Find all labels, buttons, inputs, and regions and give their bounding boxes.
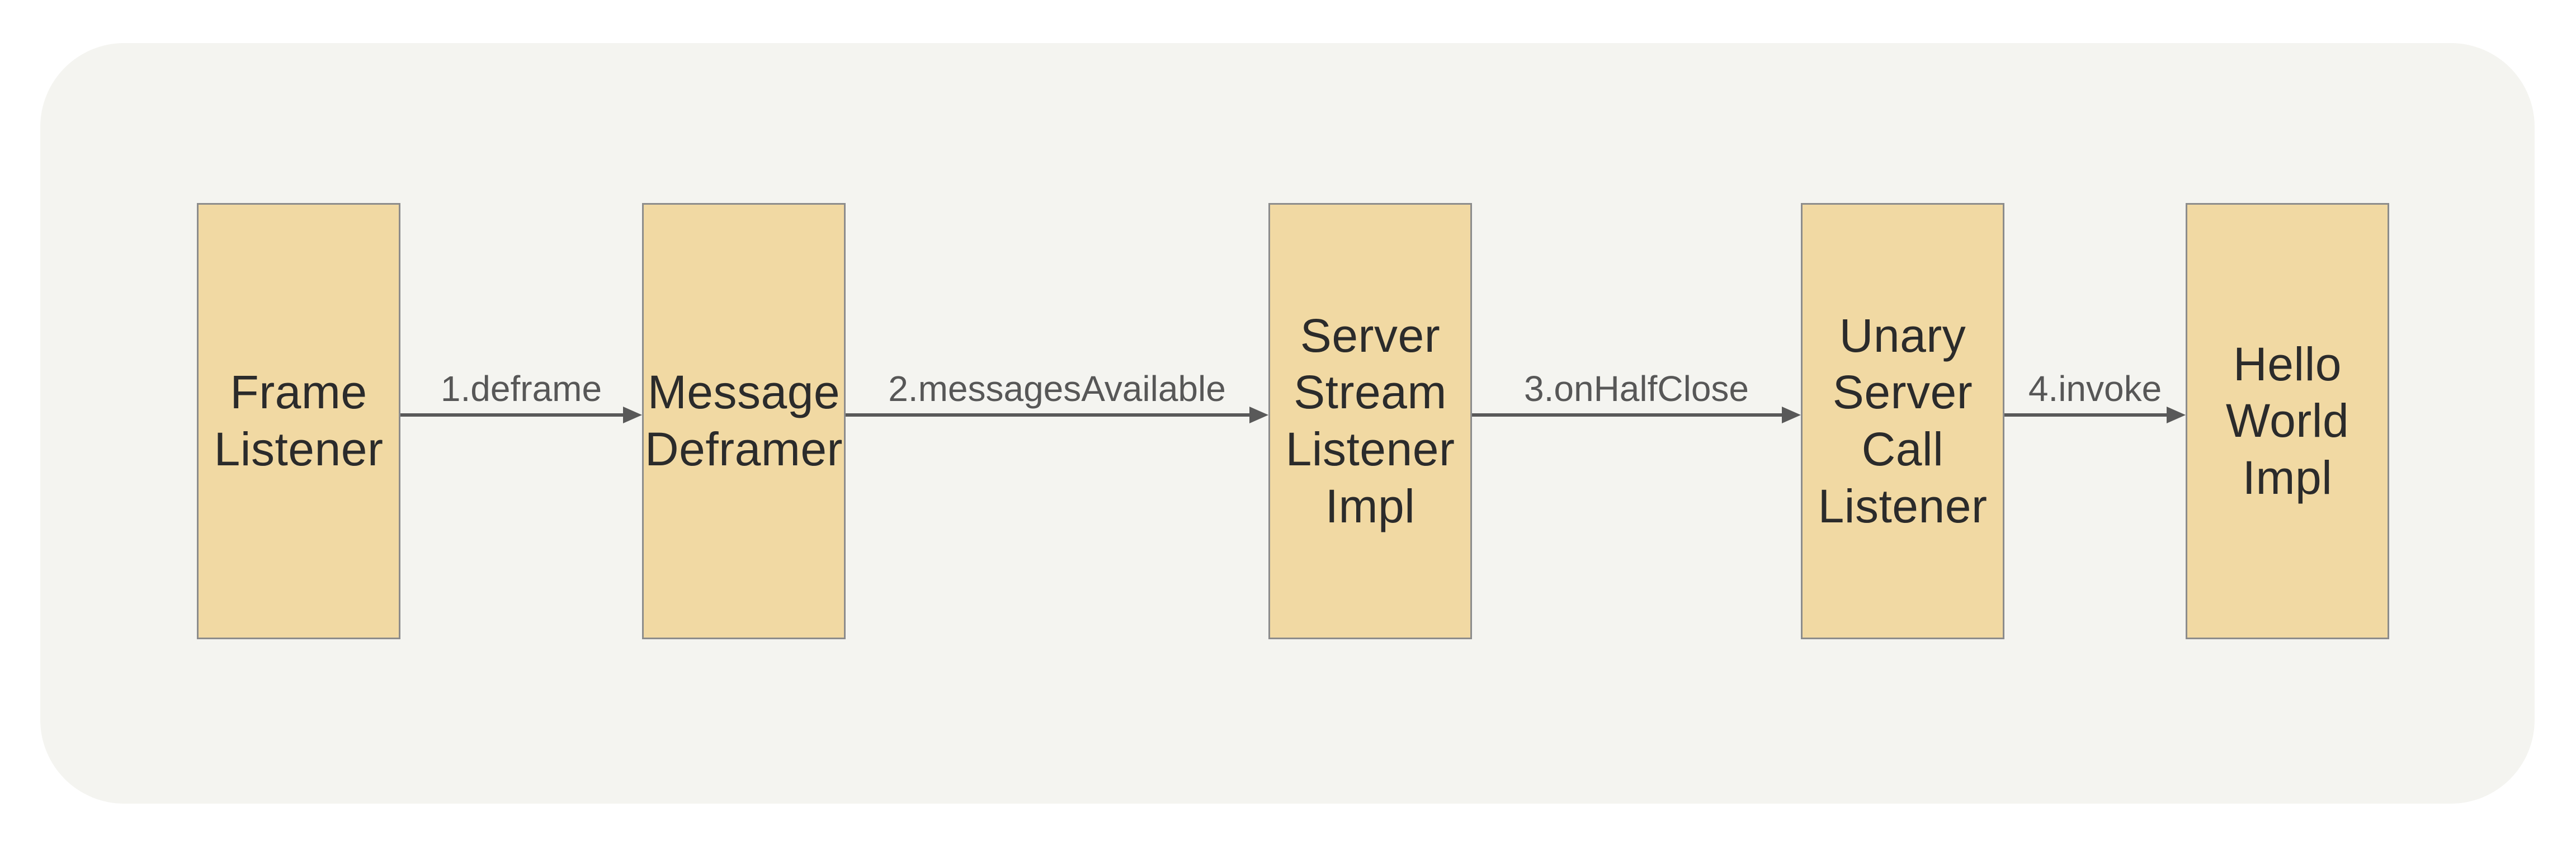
edge-label-messages-available: 2.messagesAvailable <box>888 368 1226 409</box>
edge-label-deframe: 1.deframe <box>440 368 602 409</box>
node-label: Server Stream Listener Impl <box>1285 309 1455 532</box>
node-label: Frame Listener <box>214 366 384 475</box>
node-label: Unary Server Call Listener <box>1818 309 1988 532</box>
edge-deframe-line <box>400 413 626 417</box>
arrowhead-right-icon <box>2167 407 2186 423</box>
node-server-stream-listener-impl: Server Stream Listener Impl <box>1268 203 1472 639</box>
node-unary-server-call-listener: Unary Server Call Listener <box>1801 203 2004 639</box>
node-label: Message Deframer <box>644 366 843 475</box>
edge-invoke-line <box>2004 413 2170 417</box>
node-message-deframer: Message Deframer <box>642 203 846 639</box>
arrowhead-right-icon <box>623 407 642 423</box>
arrowhead-right-icon <box>1249 407 1268 423</box>
node-hello-world-impl: Hello World Impl <box>2186 203 2389 639</box>
edge-on-half-close-line <box>1472 413 1785 417</box>
node-frame-listener: Frame Listener <box>197 203 400 639</box>
edge-label-on-half-close: 3.onHalfClose <box>1524 368 1749 409</box>
edge-label-invoke: 4.invoke <box>2028 368 2162 409</box>
edge-messages-available-line <box>846 413 1253 417</box>
node-label: Hello World Impl <box>2225 337 2349 504</box>
arrowhead-right-icon <box>1782 407 1801 423</box>
